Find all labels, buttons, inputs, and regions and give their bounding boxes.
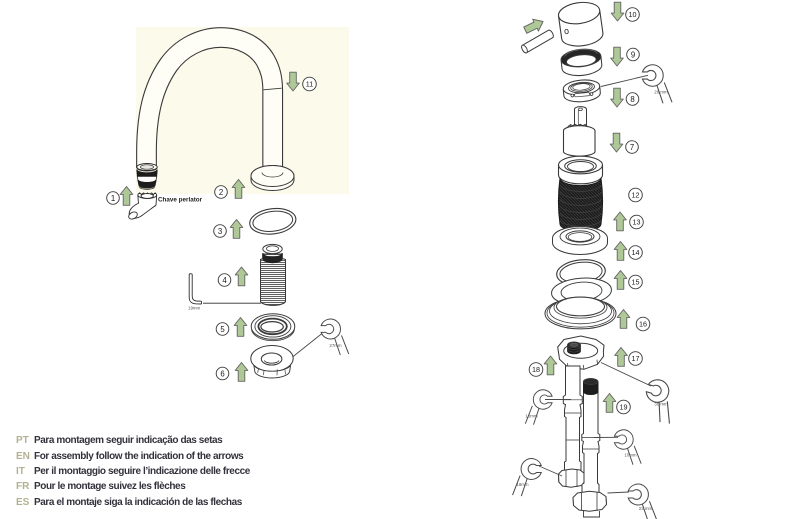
svg-text:3: 3 xyxy=(218,227,222,236)
svg-text:2: 2 xyxy=(219,188,223,197)
svg-text:8: 8 xyxy=(630,95,634,104)
svg-text:27mm: 27mm xyxy=(329,343,342,348)
svg-text:10: 10 xyxy=(629,10,637,19)
svg-text:6: 6 xyxy=(220,370,224,379)
svg-text:12: 12 xyxy=(632,191,640,200)
svg-text:7: 7 xyxy=(630,143,634,152)
svg-text:15: 15 xyxy=(632,278,640,287)
svg-text:5: 5 xyxy=(220,325,225,334)
svg-text:9: 9 xyxy=(631,51,635,60)
svg-text:17: 17 xyxy=(632,354,640,363)
svg-text:16: 16 xyxy=(639,320,647,329)
svg-text:19: 19 xyxy=(620,403,628,412)
svg-text:13: 13 xyxy=(633,218,641,227)
svg-text:11: 11 xyxy=(306,80,313,89)
svg-text:14: 14 xyxy=(632,248,640,257)
svg-text:1: 1 xyxy=(111,194,115,203)
svg-text:28 mm: 28 mm xyxy=(654,90,668,95)
svg-text:22 mm: 22 mm xyxy=(639,506,653,511)
svg-text:Chave perlator: Chave perlator xyxy=(158,197,203,204)
svg-text:4: 4 xyxy=(222,276,227,285)
svg-text:18: 18 xyxy=(532,365,540,374)
svg-text:19mm: 19mm xyxy=(188,306,201,311)
svg-text:18mm: 18mm xyxy=(516,482,529,487)
svg-text:36 mm: 36 mm xyxy=(654,402,668,407)
svg-text:10mm: 10mm xyxy=(525,414,538,419)
svg-text:10mm: 10mm xyxy=(624,453,637,458)
